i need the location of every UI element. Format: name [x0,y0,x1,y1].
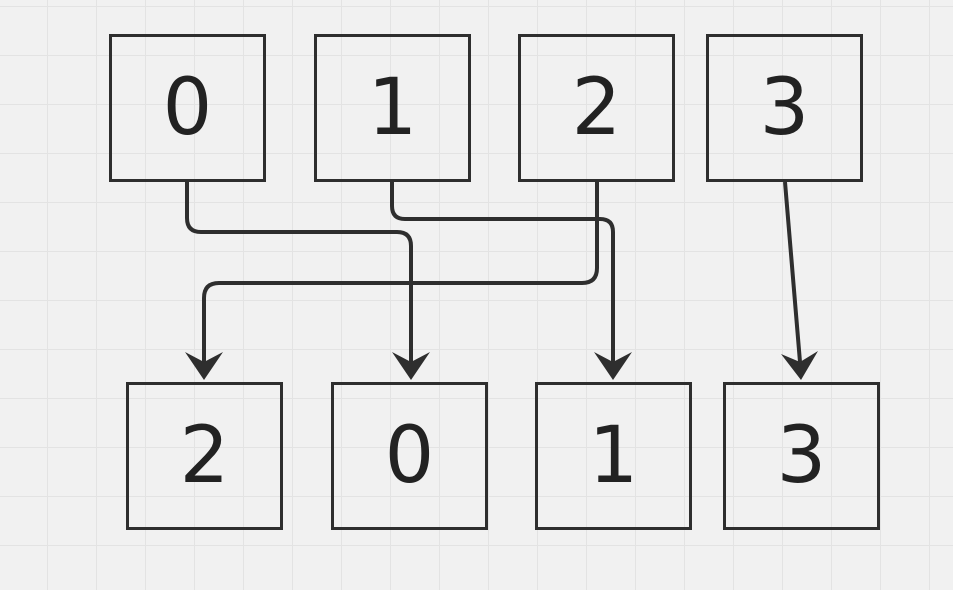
target-box-label: 2 [179,411,230,501]
arrowhead-2 [185,352,223,380]
target-box-2[interactable]: 1 [535,382,692,530]
target-box-label: 0 [384,411,435,501]
source-box-label: 3 [759,63,810,153]
target-box-0[interactable]: 2 [126,382,283,530]
source-box-2[interactable]: 2 [518,34,675,182]
connector-3-to-3 [783,181,802,363]
connector-0-to-0 [185,182,413,372]
source-box-1[interactable]: 1 [314,34,471,182]
target-box-label: 3 [776,411,827,501]
source-box-label: 0 [162,63,213,153]
arrowhead-3 [781,351,818,380]
target-box-1[interactable]: 0 [331,382,488,530]
arrowhead-1 [594,352,632,380]
source-box-label: 2 [571,63,622,153]
source-box-3[interactable]: 3 [706,34,863,182]
target-box-3[interactable]: 3 [723,382,880,530]
source-box-0[interactable]: 0 [109,34,266,182]
source-box-label: 1 [367,63,418,153]
connector-1-to-1 [390,182,615,372]
connector-2-to-2 [202,182,599,372]
arrowhead-0 [392,352,430,380]
target-box-label: 1 [588,411,639,501]
